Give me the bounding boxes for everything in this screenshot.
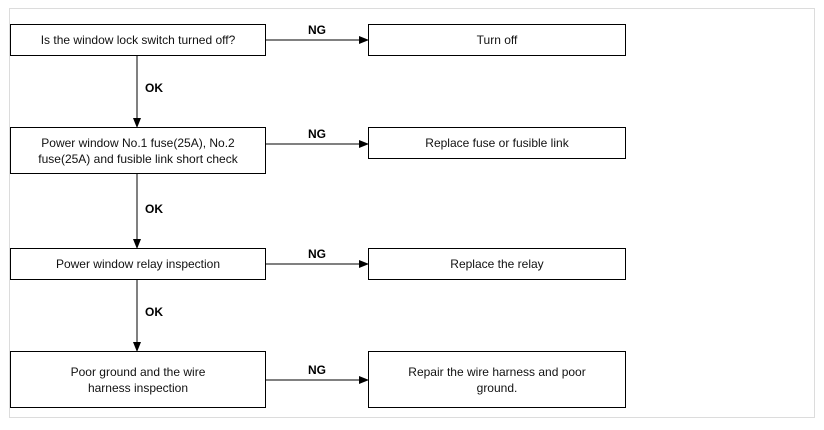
action-box-2: Replace fuse or fusible link [368,127,626,159]
action-box-4: Repair the wire harness and poor ground. [368,351,626,408]
check-box-1: Is the window lock switch turned off? [10,24,266,56]
ok-label-3: OK [145,305,163,319]
ng-label-2: NG [308,127,326,141]
action-box-1: Turn off [368,24,626,56]
ng-label-4: NG [308,363,326,377]
check-box-4: Poor ground and the wire harness inspect… [10,351,266,408]
ok-label-2: OK [145,202,163,216]
ok-label-1: OK [145,81,163,95]
diagram-frame [9,8,815,418]
ng-label-1: NG [308,23,326,37]
ng-label-3: NG [308,247,326,261]
check-box-3: Power window relay inspection [10,248,266,280]
action-box-3: Replace the relay [368,248,626,280]
check-box-2: Power window No.1 fuse(25A), No.2 fuse(2… [10,127,266,174]
